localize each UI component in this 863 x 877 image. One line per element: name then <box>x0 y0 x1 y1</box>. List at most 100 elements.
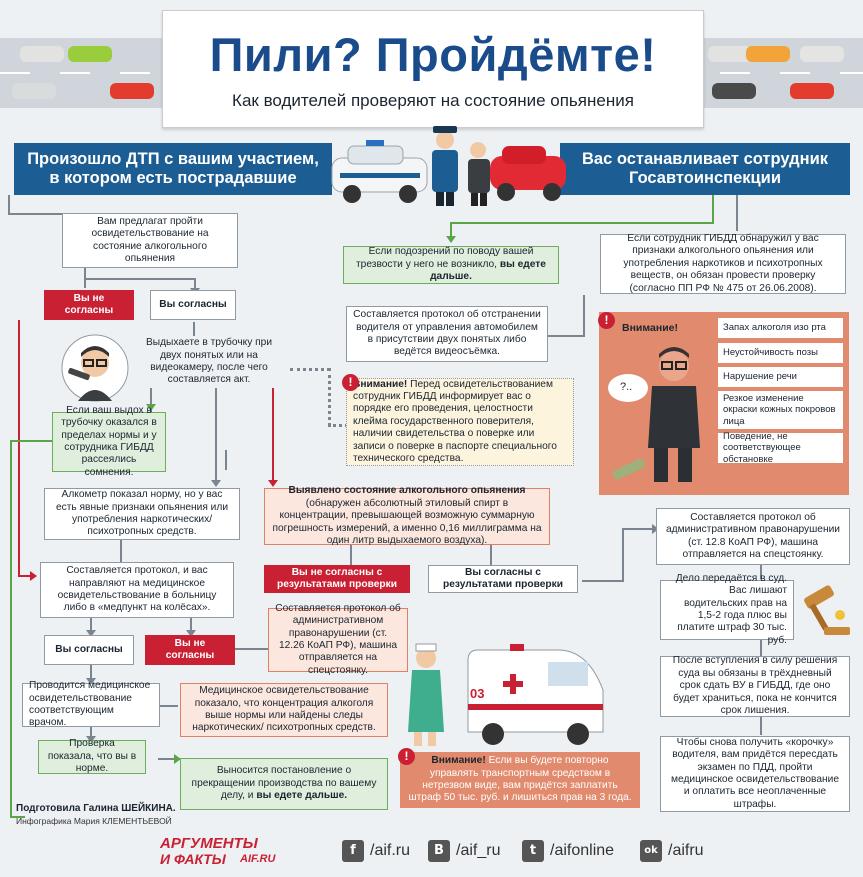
connector <box>10 440 12 818</box>
arrow <box>652 524 659 534</box>
warning-icon: ! <box>598 312 615 329</box>
arrow <box>211 480 221 487</box>
dotted-connector <box>290 368 330 371</box>
arrow <box>86 736 96 743</box>
detected-title: Выявлено состояние алкогольного опьянени… <box>288 485 526 497</box>
connector <box>622 528 654 530</box>
disagree-badge: Вы не согласны <box>44 290 134 320</box>
ambulance-number: 03 <box>470 686 485 701</box>
speech-bubble-text: ?.. <box>620 381 633 393</box>
connector <box>490 545 492 565</box>
medical-box: Проводится медицинское освидетельствован… <box>22 680 160 728</box>
connector <box>90 617 92 635</box>
twitter-icon: t <box>522 840 544 862</box>
removal-box: Составляется протокол об отстранении вод… <box>346 306 548 362</box>
social-handle: /aifru <box>668 842 704 859</box>
page-title: Пили? Пройдёмте! <box>209 28 657 81</box>
connector <box>760 717 762 735</box>
warning-icon: ! <box>342 374 359 391</box>
logo-line1: АРГУМЕНТЫ <box>160 835 258 852</box>
inspector-signs-box: Если сотрудник ГИБДД обнаружил у вас при… <box>600 233 846 294</box>
symptom-item: Поведение, не соответствующее обстановке <box>718 431 843 465</box>
connector <box>150 388 152 412</box>
normal-result-box: Проверка показала, что вы в норме. <box>38 738 146 774</box>
alcometer-box: Алкометр показал норму, но у вас есть яв… <box>44 488 240 540</box>
dotted-connector <box>328 424 348 427</box>
breath-test-box: Выдыхаете в трубочку при двух понятых ил… <box>145 337 273 386</box>
symptoms-label: Внимание! <box>622 322 678 334</box>
agree-badge: Вы согласны <box>150 290 236 320</box>
car-icon <box>712 83 756 99</box>
connector <box>225 450 227 470</box>
connector <box>622 528 624 582</box>
ok-icon: ok <box>640 840 662 862</box>
connector <box>760 565 762 579</box>
drunk-man-illustration <box>608 347 700 482</box>
car-icon <box>708 46 752 62</box>
arrow <box>86 678 96 685</box>
connector <box>8 213 62 215</box>
connector <box>90 727 92 739</box>
connector <box>193 322 195 336</box>
connector <box>84 278 194 280</box>
connector <box>215 388 217 480</box>
license-box: После вступления в силу решения суда вы … <box>660 655 850 717</box>
connector <box>158 705 178 707</box>
offer-box: Вам предлагат пройти освидетельствование… <box>62 213 238 268</box>
symptom-item: Резкое изменение окраски кожных покровов… <box>718 391 843 429</box>
connector <box>90 665 92 683</box>
connector <box>712 195 714 223</box>
detected-box: Выявлено состояние алкогольного опьянени… <box>264 485 550 546</box>
credits-author: Подготовила Галина ШЕЙКИНА. <box>16 803 176 814</box>
aif-logo[interactable]: АРГУМЕНТЫ И ФАКТЫ AIF.RU <box>160 835 285 869</box>
connector <box>582 580 622 582</box>
hospital-box: Составляется протокол, и вас направляют … <box>40 562 234 618</box>
connector <box>272 388 274 480</box>
arrow <box>446 236 456 243</box>
arrow <box>30 571 37 581</box>
credits-infographic: Инфографика Мария КЛЕМЕНТЬЕВОЙ <box>16 816 172 826</box>
no-suspicion-text: Если подозрений по поводу вашей трезвост… <box>356 246 534 270</box>
connector <box>350 545 352 565</box>
termination-text: Выносится постановление о прекращении пр… <box>191 765 377 802</box>
logo-site: AIF.RU <box>240 853 276 865</box>
warning-title-1: Внимание! <box>353 378 408 390</box>
disagree-badge-2: Вы не согласны <box>145 635 235 665</box>
banner-accident: Произошло ДТП с вашим участием, в которо… <box>14 143 332 195</box>
warning-text-2: Если вы будете повторно управлять трансп… <box>408 755 632 804</box>
social-handle: /aif_ru <box>456 842 501 859</box>
connector <box>18 575 32 577</box>
dotted-connector <box>328 368 331 426</box>
connector <box>8 195 10 215</box>
car-icon <box>68 46 112 62</box>
social-vk[interactable]: В /aif_ru <box>428 840 500 862</box>
logo-line2: И ФАКТЫ <box>160 851 226 867</box>
car-icon <box>790 83 834 99</box>
vk-icon: В <box>428 840 450 862</box>
normal-breath-box: Если ваш выдох в трубочку оказался в пре… <box>52 405 166 478</box>
connector <box>450 222 714 224</box>
connector <box>194 278 196 290</box>
termination-bold: вы едете дальше. <box>256 790 348 802</box>
termination-box: Выносится постановление о прекращении пр… <box>180 758 388 810</box>
symptom-item: Нарушение речи <box>718 367 843 387</box>
return-license-box: Чтобы снова получить «корочку» водителя,… <box>660 736 850 812</box>
social-twitter[interactable]: t /aifonline <box>522 840 614 862</box>
connector <box>736 195 738 231</box>
symptom-item: Неустойчивость позы <box>718 343 843 363</box>
social-facebook[interactable]: f /aif.ru <box>342 840 410 862</box>
warning-icon: ! <box>398 748 415 765</box>
warning-title-2: Внимание! <box>431 755 486 767</box>
arrow <box>268 480 278 487</box>
connector <box>10 816 25 818</box>
facebook-icon: f <box>342 840 364 862</box>
symptom-item: Запах алкоголя изо рта <box>718 318 843 338</box>
connector <box>120 540 122 564</box>
arrow <box>146 404 156 411</box>
connector <box>190 617 192 635</box>
social-handle: /aifonline <box>550 842 615 859</box>
man-breathing-illustration <box>61 334 129 402</box>
social-ok[interactable]: ok /aifru <box>640 840 704 862</box>
court-box: Дело передаётся в суд. Вас лишают водите… <box>660 573 794 646</box>
warning-box-2: Внимание! Если вы будете повторно управл… <box>400 752 640 808</box>
